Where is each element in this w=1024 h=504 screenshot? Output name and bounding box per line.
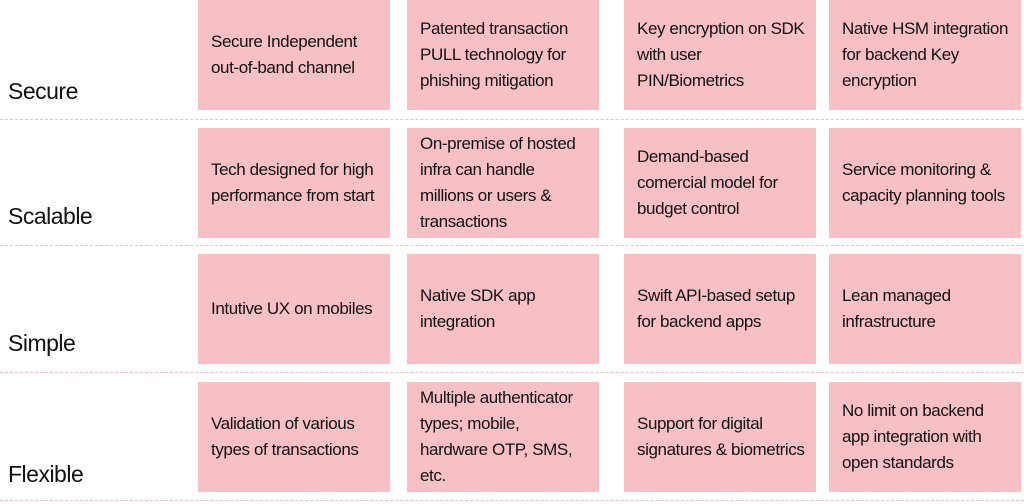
feature-card: Swift API-based setup for backend apps xyxy=(624,254,816,364)
feature-card: Demand-based comercial model for budget … xyxy=(624,128,816,238)
feature-card: No limit on backend app integration with… xyxy=(829,382,1021,492)
feature-card-text: Native HSM integration for backend Key e… xyxy=(842,19,1008,90)
row-divider xyxy=(0,500,1024,501)
feature-card-text: Key encryption on SDK with user PIN/Biom… xyxy=(637,19,805,90)
row-label: Secure xyxy=(8,78,78,104)
row-label: Simple xyxy=(8,330,76,356)
row-label: Scalable xyxy=(8,203,93,229)
feature-card: Secure Independent out-of-band channel xyxy=(198,0,390,110)
feature-card-text: Swift API-based setup for backend apps xyxy=(637,286,795,331)
feature-card-text: Lean managed infrastructure xyxy=(842,286,951,331)
feature-card-text: Support for digital signatures & biometr… xyxy=(637,414,805,459)
feature-card-text: Intutive UX on mobiles xyxy=(211,299,373,318)
row-divider xyxy=(0,372,1024,373)
feature-card: Tech designed for high performance from … xyxy=(198,128,390,238)
row-label: Flexible xyxy=(8,461,84,487)
feature-card: Native SDK app integration xyxy=(407,254,599,364)
feature-card-text: Secure Independent out-of-band channel xyxy=(211,32,357,77)
feature-card-text: Multiple authenticator types; mobile, ha… xyxy=(420,388,573,485)
feature-card-text: Validation of various types of transacti… xyxy=(211,414,359,459)
feature-card: Support for digital signatures & biometr… xyxy=(624,382,816,492)
feature-card: Key encryption on SDK with user PIN/Biom… xyxy=(624,0,816,110)
feature-card: Intutive UX on mobiles xyxy=(198,254,390,364)
feature-card-text: On-premise of hosted infra can handle mi… xyxy=(420,134,576,231)
feature-card-text: No limit on backend app integration with… xyxy=(842,401,984,472)
feature-card: Lean managed infrastructure xyxy=(829,254,1021,364)
feature-card: Native HSM integration for backend Key e… xyxy=(829,0,1021,110)
feature-card-text: Tech designed for high performance from … xyxy=(211,160,375,205)
feature-card: Validation of various types of transacti… xyxy=(198,382,390,492)
feature-card-text: Demand-based comercial model for budget … xyxy=(637,147,778,218)
feature-card-text: Native SDK app integration xyxy=(420,286,536,331)
row-divider xyxy=(0,119,1024,120)
feature-card: On-premise of hosted infra can handle mi… xyxy=(407,128,599,238)
feature-card: Multiple authenticator types; mobile, ha… xyxy=(407,382,599,492)
row-divider xyxy=(0,245,1024,246)
feature-card: Service monitoring & capacity planning t… xyxy=(829,128,1021,238)
feature-card-text: Service monitoring & capacity planning t… xyxy=(842,160,1005,205)
feature-card-text: Patented transaction PULL technology for… xyxy=(420,19,568,90)
feature-card: Patented transaction PULL technology for… xyxy=(407,0,599,110)
